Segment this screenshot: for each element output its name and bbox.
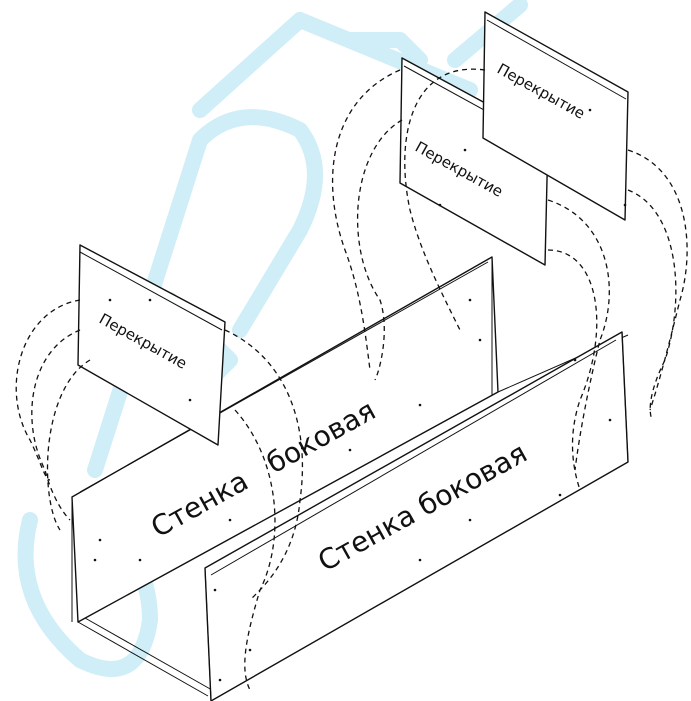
- assembly-arrows: [15, 68, 688, 691]
- side-wall-front: [204, 331, 629, 701]
- panel-left: [77, 244, 226, 446]
- panel-top-right: [482, 11, 629, 221]
- side-wall-back: [71, 256, 499, 623]
